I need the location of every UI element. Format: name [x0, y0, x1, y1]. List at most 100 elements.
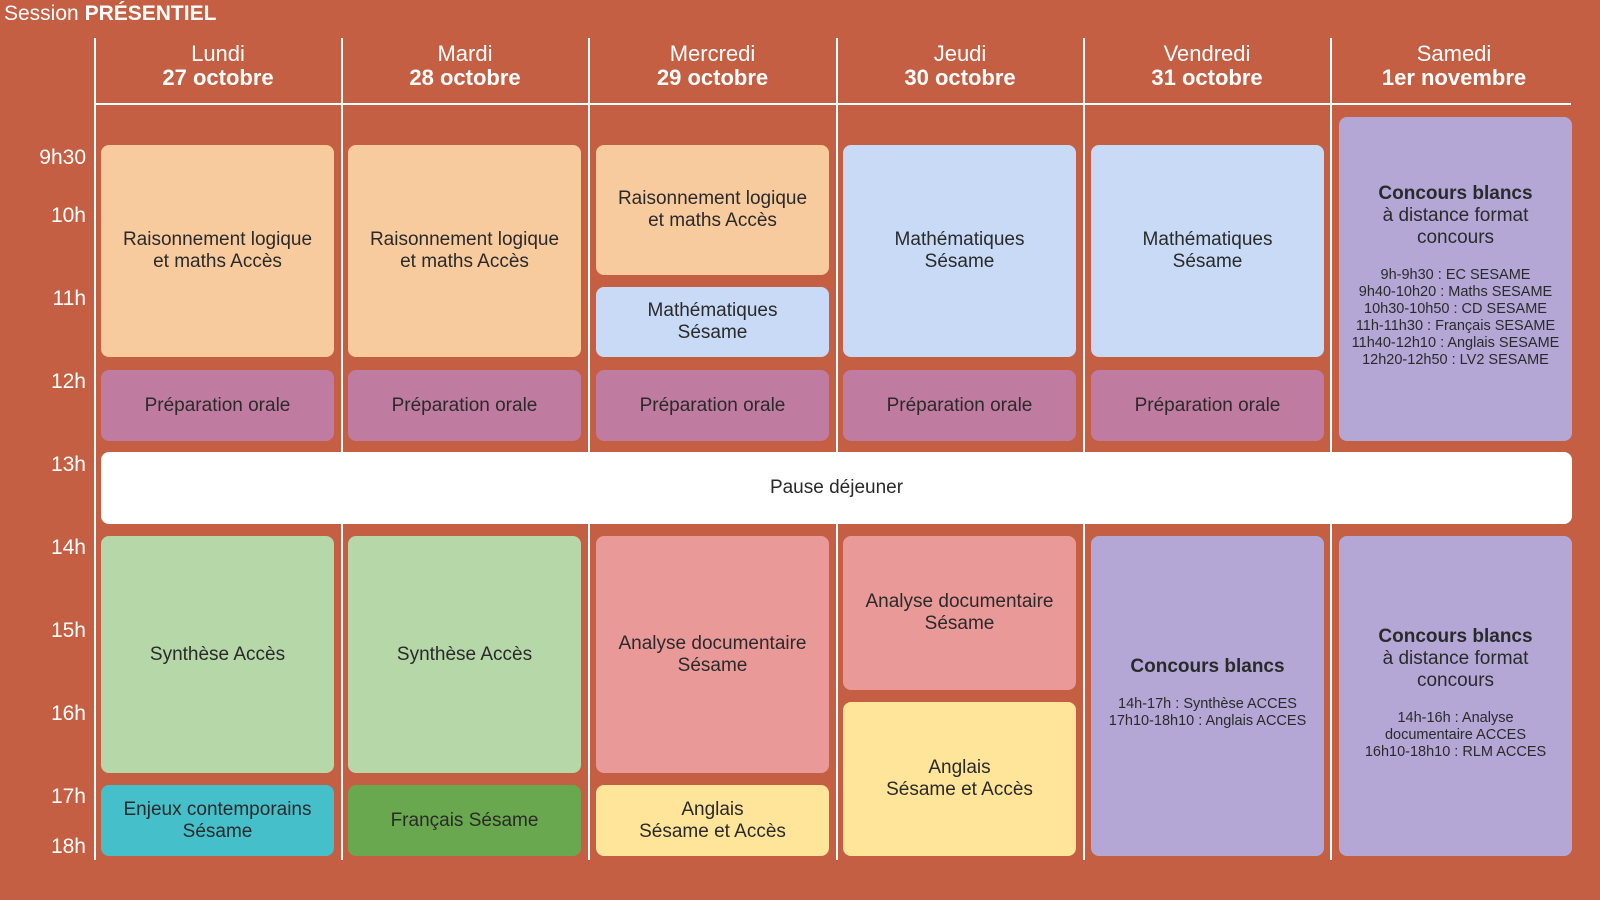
- detail-line: 12h20-12h50 : LV2 SESAME: [1362, 352, 1549, 368]
- day-header-vendredi: Vendredi 31 octobre: [1085, 42, 1329, 94]
- day-name: Vendredi: [1163, 41, 1251, 66]
- event-analyse-documentaire-mercredi[interactable]: Analyse documentaire Sésame: [596, 536, 829, 773]
- time-label: 13h: [50, 453, 86, 476]
- event-details: 14h-17h : Synthèse ACCES 17h10-18h10 : A…: [1109, 696, 1307, 730]
- event-title: Français Sésame: [390, 809, 539, 831]
- day-header-lundi: Lundi 27 octobre: [96, 42, 340, 94]
- event-title: Raisonnement logique: [122, 229, 313, 250]
- event-subtitle: Sésame: [182, 820, 253, 842]
- event-title: Enjeux contemporains: [123, 798, 312, 820]
- event-mathematiques-vendredi[interactable]: Mathématiques Sésame: [1091, 145, 1324, 357]
- time-label: 11h: [52, 287, 86, 310]
- day-date: 31 octobre: [1151, 65, 1263, 90]
- event-concours-blancs-samedi-matin[interactable]: Concours blancs à distance format concou…: [1339, 117, 1572, 441]
- event-preparation-orale-lundi[interactable]: Préparation orale: [101, 370, 334, 441]
- day-name: Jeudi: [933, 41, 987, 66]
- detail-line: 17h10-18h10 : Anglais ACCES: [1108, 713, 1307, 729]
- detail-line: 16h10-18h10 : RLM ACCES: [1364, 744, 1547, 760]
- event-francais-mardi[interactable]: Français Sésame: [348, 785, 581, 856]
- day-date: 29 octobre: [656, 65, 769, 90]
- event-mathematiques-jeudi[interactable]: Mathématiques Sésame: [843, 145, 1076, 357]
- event-title: Analyse documentaire: [865, 591, 1054, 612]
- session-mode: PRÉSENTIEL: [84, 2, 217, 25]
- time-label: 17h: [50, 785, 86, 808]
- session-prefix: Session: [4, 2, 79, 25]
- day-name: Mercredi: [669, 41, 756, 66]
- event-synthese-lundi[interactable]: Synthèse Accès: [101, 536, 334, 773]
- event-pause-dejeuner[interactable]: Pause déjeuner: [101, 452, 1572, 524]
- event-concours-blancs-vendredi[interactable]: Concours blancs 14h-17h : Synthèse ACCES…: [1091, 536, 1324, 856]
- event-subtitle: Sésame: [924, 613, 995, 634]
- time-label: 9h30: [39, 146, 86, 169]
- event-preparation-orale-jeudi[interactable]: Préparation orale: [843, 370, 1076, 441]
- event-title: Mathématiques: [894, 229, 1025, 250]
- event-subtitle: concours: [1416, 227, 1495, 248]
- day-date: 28 octobre: [409, 65, 521, 90]
- event-anglais-jeudi[interactable]: Anglais Sésame et Accès: [843, 702, 1076, 856]
- event-title: Concours blancs: [1378, 626, 1533, 647]
- event-raisonnement-mardi[interactable]: Raisonnement logique et maths Accès: [348, 145, 581, 357]
- session-title: Session PRÉSENTIEL: [4, 2, 216, 26]
- day-header-mercredi: Mercredi 29 octobre: [590, 42, 835, 94]
- event-subtitle: Sésame et Accès: [886, 779, 1033, 800]
- header-underline: [95, 103, 1571, 105]
- event-title: Concours blancs: [1130, 656, 1285, 677]
- event-concours-blancs-samedi-apres-midi[interactable]: Concours blancs à distance format concou…: [1339, 536, 1572, 856]
- event-subtitle: et maths Accès: [153, 251, 282, 272]
- detail-line: 9h40-10h20 : Maths SESAME: [1358, 284, 1553, 300]
- detail-line: 14h-16h : Analyse: [1397, 710, 1514, 726]
- event-raisonnement-mercredi[interactable]: Raisonnement logique et maths Accès: [596, 145, 829, 275]
- event-subtitle: concours: [1416, 670, 1495, 691]
- event-title: Pause déjeuner: [769, 477, 904, 498]
- event-title: Concours blancs: [1378, 183, 1533, 204]
- time-label: 16h: [50, 702, 86, 725]
- detail-line: 9h-9h30 : EC SESAME: [1380, 267, 1531, 283]
- time-label: 18h: [50, 835, 86, 858]
- event-synthese-mardi[interactable]: Synthèse Accès: [348, 536, 581, 773]
- day-date: 1er novembre: [1381, 65, 1527, 90]
- day-date: 27 octobre: [162, 65, 274, 90]
- event-preparation-orale-mercredi[interactable]: Préparation orale: [596, 370, 829, 441]
- time-label: 10h: [50, 204, 86, 227]
- day-header-samedi: Samedi 1er novembre: [1332, 42, 1576, 94]
- detail-line: 11h-11h30 : Français SESAME: [1355, 318, 1556, 334]
- grid-line: [1330, 38, 1332, 860]
- day-header-jeudi: Jeudi 30 octobre: [838, 42, 1082, 94]
- event-subtitle: Sésame et Accès: [639, 820, 786, 842]
- event-title: Synthèse Accès: [396, 643, 533, 665]
- event-details: 9h-9h30 : EC SESAME 9h40-10h20 : Maths S…: [1352, 267, 1560, 369]
- event-subtitle: à distance format: [1382, 205, 1529, 226]
- time-label: 14h: [50, 536, 86, 559]
- event-title: Préparation orale: [1134, 394, 1281, 416]
- event-title: Raisonnement logique: [369, 229, 560, 250]
- grid-line: [1083, 38, 1085, 860]
- event-anglais-mercredi[interactable]: Anglais Sésame et Accès: [596, 785, 829, 856]
- event-details: 14h-16h : Analyse documentaire ACCES 16h…: [1365, 710, 1546, 761]
- detail-line: 14h-17h : Synthèse ACCES: [1118, 696, 1297, 712]
- event-subtitle: Sésame: [1172, 251, 1243, 272]
- event-title: Anglais: [681, 798, 744, 820]
- event-title: Préparation orale: [391, 394, 538, 416]
- event-enjeux-contemporains-lundi[interactable]: Enjeux contemporains Sésame: [101, 785, 334, 856]
- event-subtitle: Sésame: [677, 654, 748, 676]
- day-name: Lundi: [191, 41, 245, 66]
- day-name: Samedi: [1416, 41, 1492, 66]
- event-preparation-orale-vendredi[interactable]: Préparation orale: [1091, 370, 1324, 441]
- event-mathematiques-mercredi[interactable]: Mathématiques Sésame: [596, 287, 829, 357]
- event-subtitle: et maths Accès: [648, 210, 777, 231]
- event-preparation-orale-mardi[interactable]: Préparation orale: [348, 370, 581, 441]
- time-label: 15h: [50, 619, 86, 642]
- event-analyse-documentaire-jeudi[interactable]: Analyse documentaire Sésame: [843, 536, 1076, 690]
- day-header-mardi: Mardi 28 octobre: [343, 42, 587, 94]
- time-label: 12h: [50, 370, 86, 393]
- detail-line: 10h30-10h50 : CD SESAME: [1364, 301, 1547, 317]
- event-title: Raisonnement logique: [617, 188, 808, 209]
- event-title: Préparation orale: [639, 394, 786, 416]
- event-title: Synthèse Accès: [149, 643, 286, 665]
- event-raisonnement-lundi[interactable]: Raisonnement logique et maths Accès: [101, 145, 334, 357]
- event-title: Mathématiques: [1142, 229, 1273, 250]
- day-date: 30 octobre: [904, 65, 1016, 90]
- event-subtitle: et maths Accès: [400, 251, 529, 272]
- event-subtitle: Sésame: [677, 322, 748, 343]
- event-title: Mathématiques: [647, 300, 778, 321]
